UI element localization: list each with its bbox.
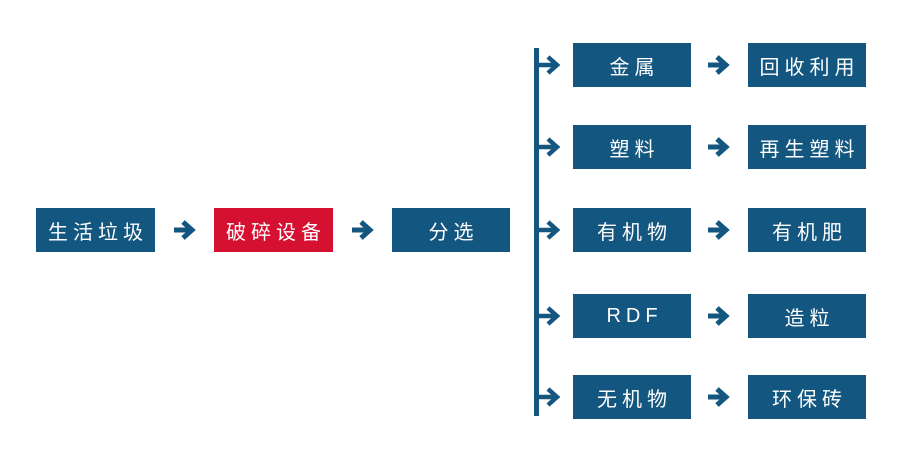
right-arrow-icon <box>708 220 730 240</box>
flow-node-metal: 金属 <box>573 43 691 87</box>
flow-node-crushing-equipment: 破碎设备 <box>214 208 333 252</box>
flow-node-plastic: 塑料 <box>573 125 691 169</box>
right-arrow-icon <box>708 137 730 157</box>
flow-node-inorganic-matter: 无机物 <box>573 375 691 419</box>
right-arrow-icon <box>174 220 196 240</box>
flow-node-sorting: 分选 <box>392 208 510 252</box>
right-arrow-icon <box>538 387 561 407</box>
branch-connector-line <box>534 48 539 416</box>
right-arrow-icon <box>538 220 561 240</box>
right-arrow-icon <box>708 55 730 75</box>
right-arrow-icon <box>708 306 730 326</box>
flow-node-recycled-plastic: 再生塑料 <box>748 125 866 169</box>
right-arrow-icon <box>708 387 730 407</box>
flow-node-eco-brick: 环保砖 <box>748 375 866 419</box>
flow-node-organic-fertilizer: 有机肥 <box>748 208 866 252</box>
flow-node-recycling: 回收利用 <box>748 43 866 87</box>
flow-node-rdf: RDF <box>573 294 691 338</box>
right-arrow-icon <box>352 220 374 240</box>
right-arrow-icon <box>538 306 561 326</box>
flow-node-household-waste: 生活垃圾 <box>36 208 155 252</box>
flow-node-granulation: 造粒 <box>748 294 866 338</box>
flow-node-organic-matter: 有机物 <box>573 208 691 252</box>
right-arrow-icon <box>538 55 561 75</box>
right-arrow-icon <box>538 137 561 157</box>
